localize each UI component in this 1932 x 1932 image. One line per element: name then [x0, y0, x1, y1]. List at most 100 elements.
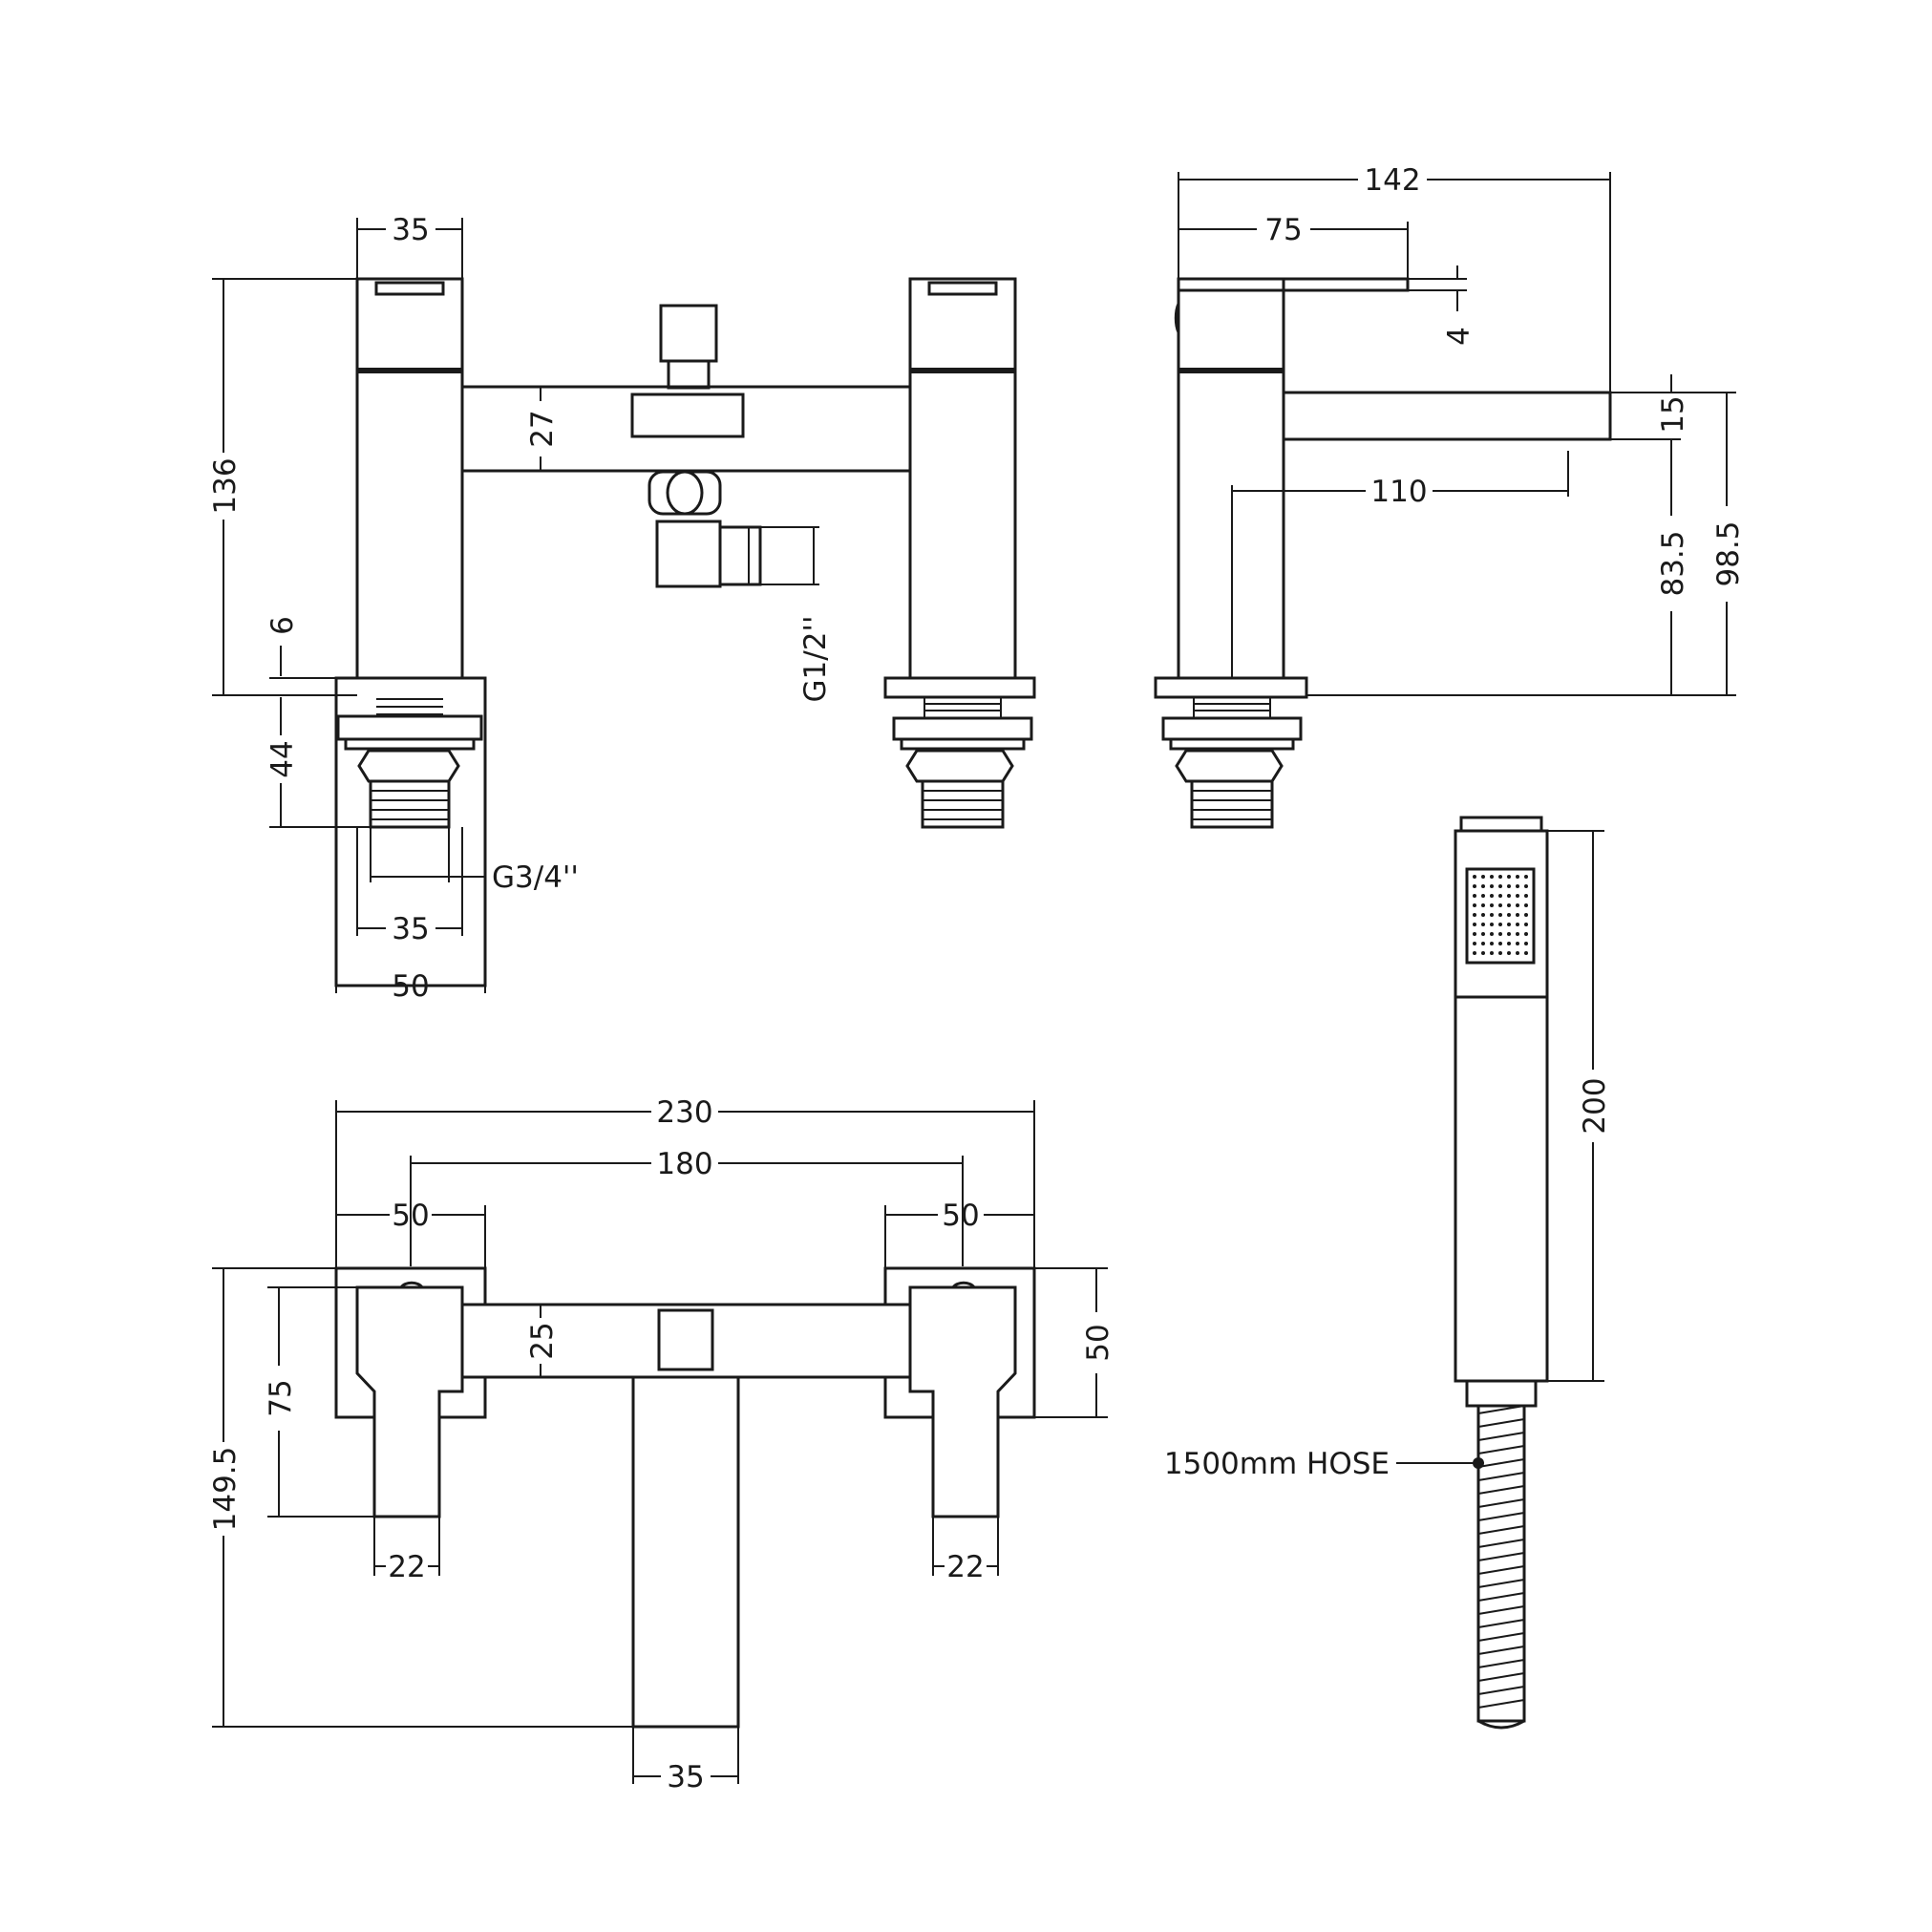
spray-nozzle — [1481, 932, 1485, 936]
dim-label: 35 — [392, 912, 429, 946]
dim-front-width-35: 35 — [356, 213, 463, 279]
handset-cap — [1459, 816, 1543, 833]
dim-label: G1/2'' — [798, 616, 833, 703]
right-handle — [908, 1285, 1017, 1518]
spray-nozzle — [1498, 951, 1502, 955]
right-pillar-head-slot — [927, 281, 998, 296]
dim-label: 142 — [1364, 163, 1420, 198]
dim-plan-handle-75: 75 — [264, 1286, 374, 1518]
spray-nozzle — [1524, 894, 1528, 898]
left-base-plate — [334, 676, 487, 987]
spray-nozzle — [1481, 942, 1485, 945]
spray-nozzle — [1490, 884, 1494, 888]
spray-nozzle — [1490, 932, 1494, 936]
spray-nozzle — [1498, 923, 1502, 926]
hose-coil — [1477, 1432, 1525, 1441]
dim-side-4: 4 — [1408, 265, 1476, 346]
dim-plan-spout-35: 35 — [632, 1727, 739, 1794]
spray-nozzle — [1516, 903, 1519, 907]
side-lever — [1177, 277, 1410, 292]
spray-nozzle — [1498, 894, 1502, 898]
hose-coil — [1477, 1645, 1525, 1655]
spray-nozzle — [1481, 894, 1485, 898]
left-thread-lower — [369, 779, 451, 829]
dim-side-75: 75 — [1178, 213, 1409, 279]
spray-nozzle — [1507, 903, 1511, 907]
spray-nozzle — [1524, 875, 1528, 879]
spray-nozzle — [1516, 942, 1519, 945]
dim-label: 75 — [264, 1379, 298, 1416]
spray-nozzle — [1490, 894, 1494, 898]
side-view: 142 75 4 15 110 83.5 — [1154, 163, 1746, 829]
dim-label: 35 — [667, 1760, 704, 1794]
spray-nozzle — [1498, 913, 1502, 917]
hose-label: 1500mm HOSE — [1164, 1447, 1390, 1481]
left-pillar-head-slot — [374, 281, 445, 296]
spray-nozzle — [1516, 875, 1519, 879]
spray-nozzle — [1481, 884, 1485, 888]
spray-nozzle — [1481, 903, 1485, 907]
spray-nozzle — [1516, 923, 1519, 926]
spray-nozzle — [1507, 942, 1511, 945]
hose-coil — [1477, 1525, 1525, 1535]
dim-side-98-5: 98.5 — [1681, 392, 1746, 695]
spray-nozzle — [1498, 875, 1502, 879]
diverter-knob — [659, 304, 718, 363]
hose-coil — [1477, 1619, 1525, 1628]
dim-label: 50 — [392, 969, 429, 1004]
spray-nozzle — [1498, 932, 1502, 936]
dim-label: 50 — [392, 1199, 429, 1233]
dim-label: 22 — [946, 1550, 984, 1584]
hose-coil — [1477, 1686, 1525, 1695]
spray-nozzle — [1481, 913, 1485, 917]
hose-coil — [1477, 1485, 1525, 1495]
right-pillar-body — [908, 369, 1017, 680]
dim-side-142: 142 — [1178, 163, 1611, 393]
spray-nozzle — [1473, 875, 1476, 879]
spray-nozzle — [1516, 951, 1519, 955]
outlet-elbow — [655, 520, 722, 588]
outlet-connector — [718, 525, 762, 586]
spray-nozzles — [1473, 875, 1528, 955]
hose — [1476, 1404, 1526, 1723]
spray-nozzle — [1524, 913, 1528, 917]
spray-nozzle — [1490, 875, 1494, 879]
dim-label: 15 — [1656, 395, 1690, 433]
hose-coil — [1477, 1605, 1525, 1615]
hose-coil — [1477, 1458, 1525, 1468]
dim-front-base-35: 35 — [356, 827, 463, 946]
hose-coil — [1477, 1472, 1525, 1481]
dim-plan-149-5: 149.5 — [208, 1267, 633, 1728]
hose-coil — [1477, 1672, 1525, 1682]
spray-nozzle — [1507, 884, 1511, 888]
spray-nozzle — [1481, 875, 1485, 879]
spray-nozzle — [1473, 913, 1476, 917]
dim-plan-body-50: 50 — [1034, 1267, 1115, 1418]
spray-nozzle — [1507, 894, 1511, 898]
spray-nozzle — [1473, 951, 1476, 955]
dim-label: 50 — [1081, 1324, 1115, 1361]
hose-coil — [1477, 1512, 1525, 1521]
dim-label: 75 — [1264, 213, 1302, 247]
spray-nozzle — [1524, 884, 1528, 888]
diverter-collar — [630, 393, 745, 438]
dim-plan-230: 230 — [335, 1095, 1035, 1268]
spray-nozzle — [1524, 951, 1528, 955]
spray-nozzle — [1507, 875, 1511, 879]
dim-plan-bridge-25: 25 — [525, 1305, 560, 1377]
dim-plan-lever-22-right: 22 — [932, 1517, 999, 1584]
dim-label: 98.5 — [1711, 520, 1746, 586]
hose-coil — [1477, 1445, 1525, 1454]
dim-side-83-5: 83.5 — [1306, 451, 1736, 696]
spray-nozzle — [1473, 894, 1476, 898]
right-fittings — [892, 696, 1033, 829]
dim-front-height-136: 136 — [208, 278, 357, 696]
dim-front-bridge-27: 27 — [525, 387, 560, 471]
side-spout — [1282, 391, 1612, 441]
side-fittings — [1161, 696, 1303, 829]
dim-label: 4 — [1442, 327, 1476, 346]
spray-nozzle — [1473, 923, 1476, 926]
dim-side-15: 15 — [1610, 374, 1690, 451]
dim-label: 136 — [208, 457, 243, 514]
dim-plan-180: 180 — [410, 1147, 964, 1266]
